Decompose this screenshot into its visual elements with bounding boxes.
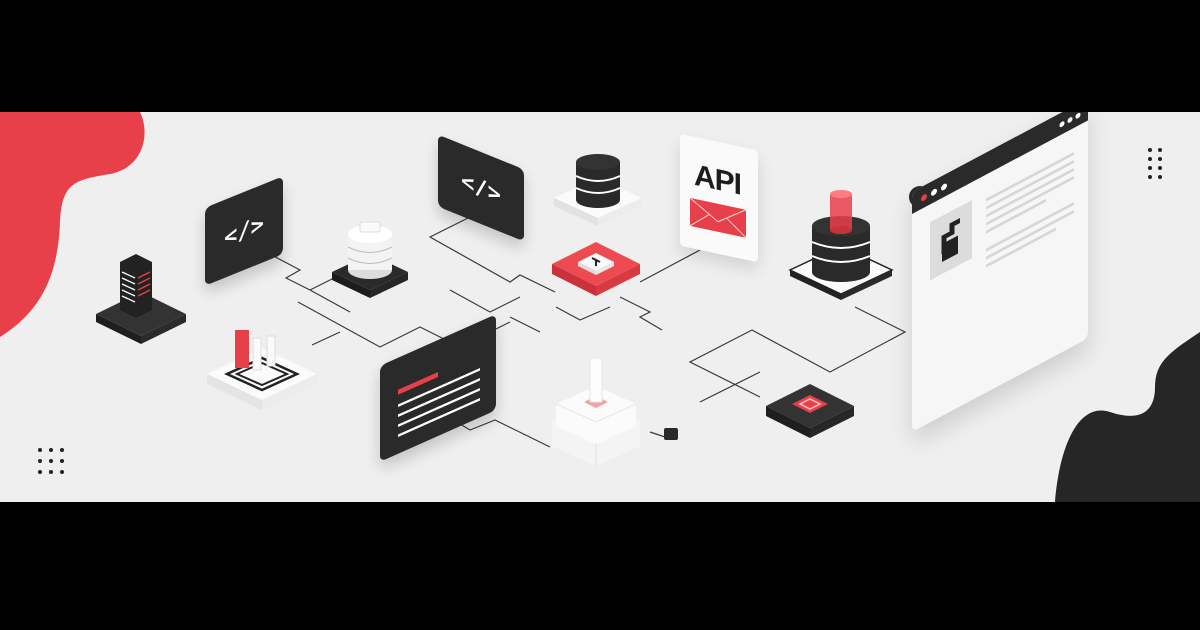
hub-red-icon [550, 234, 642, 304]
document-lines-icon [398, 368, 480, 438]
node-dot-icon [664, 428, 678, 440]
envelope-icon [689, 197, 747, 239]
plugin-cube-icon [550, 348, 642, 468]
code-icon: </> [224, 210, 264, 252]
illustration-canvas: </> </> API [0, 112, 1200, 502]
database-dark-icon [552, 150, 644, 230]
database-white-icon [330, 212, 410, 302]
dot-grid-decoration [38, 448, 64, 474]
browser-window [912, 112, 1088, 433]
browser-content [930, 151, 1074, 281]
document-card [380, 314, 496, 462]
api-card: API [680, 133, 758, 263]
code-icon: </> [461, 167, 501, 209]
chart-platform-icon [205, 322, 320, 412]
server-tower-icon [96, 252, 186, 347]
chip-icon [764, 374, 856, 440]
dot-grid-decoration [1148, 148, 1162, 179]
database-beacon-icon [786, 182, 896, 302]
browser-title-bar [912, 112, 1088, 214]
background-shapes [0, 112, 1200, 502]
